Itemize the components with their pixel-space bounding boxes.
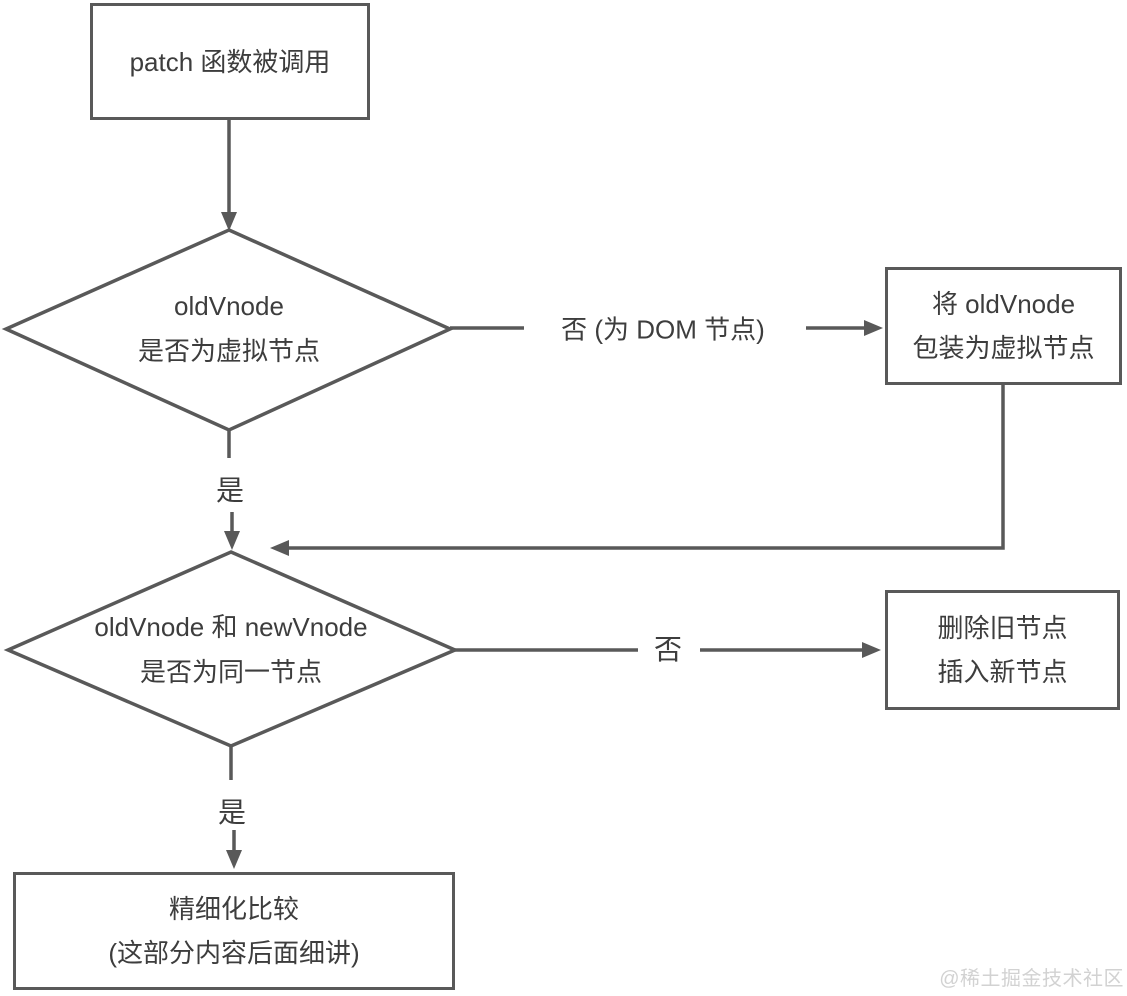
replace-node-line2: 插入新节点 (937, 657, 1068, 687)
detail-node-line2: (这部分内容后面细讲) (108, 938, 360, 968)
start-node: patch 函数被调用 (90, 3, 370, 120)
arrowhead-feedback-left (270, 540, 289, 556)
arrowhead-into-detail (226, 850, 242, 869)
arrowhead-into-decision1 (221, 212, 237, 231)
edge-label-yes-1: 是 (215, 475, 245, 506)
decision-is-vnode-text: oldVnode 是否为虚拟节点 (138, 284, 320, 374)
edge-label-yes-2: 是 (217, 797, 247, 828)
wrap-node-line1: 将 oldVnode (931, 289, 1076, 319)
arrowhead-into-replace (862, 642, 881, 658)
edge-label-no-2: 否 (653, 634, 683, 665)
detail-node-line1: 精细化比较 (168, 894, 299, 924)
detail-node: 精细化比较 (这部分内容后面细讲) (13, 872, 455, 990)
arrowhead-into-decision2 (224, 531, 240, 550)
edge-label-no-dom: 否 (为 DOM 节点) (561, 314, 765, 345)
replace-node-line1: 删除旧节点 (937, 613, 1068, 643)
replace-node: 删除旧节点 插入新节点 (885, 590, 1120, 710)
watermark: @稀土掘金技术社区 (939, 968, 1124, 990)
start-node-label: patch 函数被调用 (129, 46, 331, 77)
decision-is-vnode-line2: 是否为虚拟节点 (137, 336, 321, 366)
decision-is-vnode-line1: oldVnode (174, 291, 284, 321)
decision-same-node-text: oldVnode 和 newVnode 是否为同一节点 (94, 605, 367, 695)
decision-same-node-line2: 是否为同一节点 (139, 657, 322, 687)
arrowhead-into-wrap (864, 320, 883, 336)
arrow-wrap-feedback (289, 385, 1005, 550)
wrap-node-line2: 包装为虚拟节点 (912, 333, 1095, 363)
wrap-node: 将 oldVnode 包装为虚拟节点 (885, 267, 1122, 385)
decision-same-node-line1: oldVnode 和 newVnode (94, 612, 368, 642)
